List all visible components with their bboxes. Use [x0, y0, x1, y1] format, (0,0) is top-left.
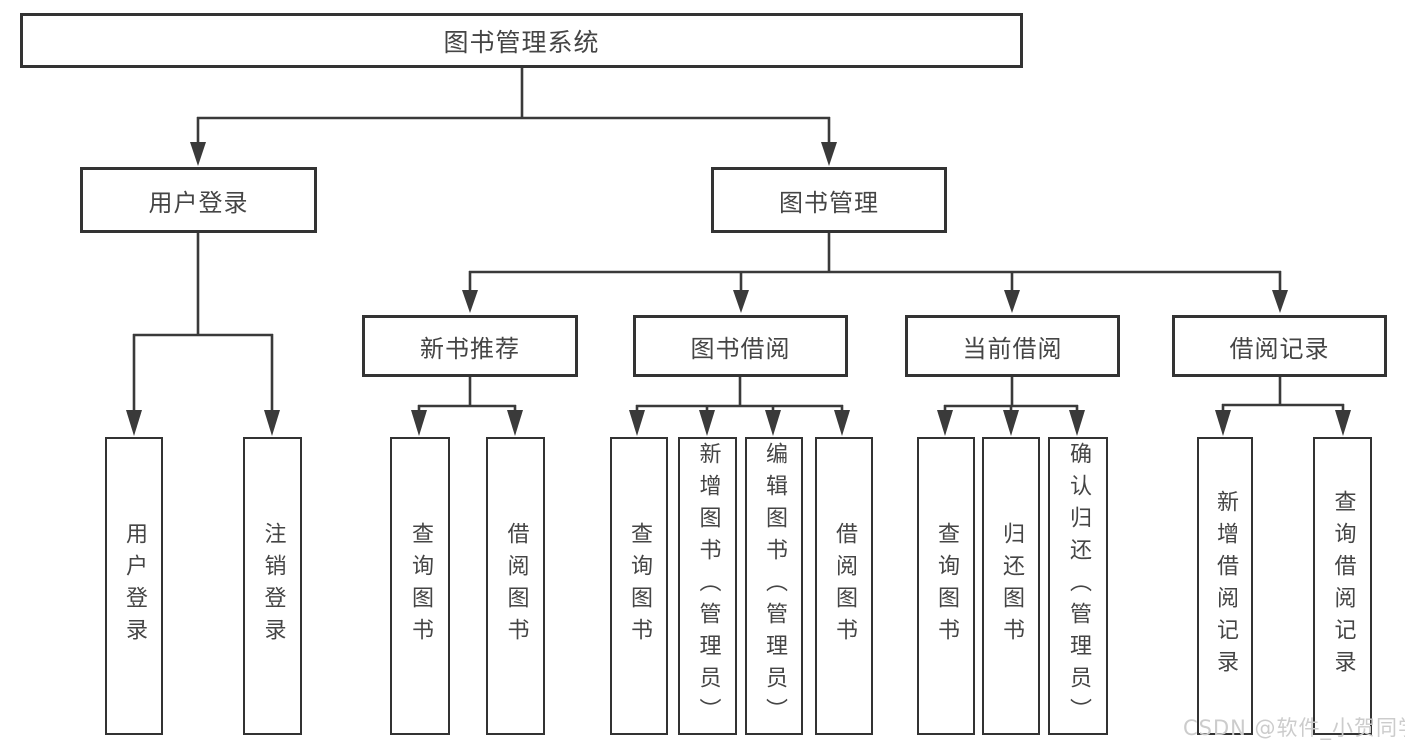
node-label: 注销登录: [260, 522, 286, 650]
node-user-login-branch: 用户登录: [80, 167, 317, 233]
connector-root-to-level2: [190, 66, 837, 166]
node-label: 编辑图书（管理员）: [762, 442, 787, 730]
node-book-management: 图书管理: [711, 167, 947, 233]
connector-current-to-leaves: [937, 377, 1085, 436]
node-label: 图书管理系统: [443, 27, 600, 57]
leaf-borrow-books-newbooks: 借阅图书: [486, 437, 545, 735]
connector-newbooks-to-leaves: [411, 377, 523, 436]
node-borrowing-records: 借阅记录: [1172, 315, 1387, 377]
leaf-query-books-borrow: 查询图书: [610, 437, 668, 735]
leaf-borrow-books-borrow: 借阅图书: [815, 437, 873, 735]
node-label: 查询图书: [408, 522, 433, 650]
node-label: 确认归还（管理员）: [1066, 442, 1091, 730]
leaf-query-books-newbooks: 查询图书: [390, 437, 450, 735]
node-label: 查询图书: [934, 522, 959, 650]
node-label: 新增借阅记录: [1213, 490, 1238, 682]
connector-bookmgmt-to-level3: [462, 232, 1288, 313]
csdn-watermark: CSDN @软件_小贺同学: [1183, 716, 1405, 740]
node-label: 借阅图书: [832, 522, 857, 650]
leaf-return-books: 归还图书: [982, 437, 1040, 735]
node-label: 归还图书: [999, 522, 1024, 650]
node-label: 用户登录: [148, 188, 249, 217]
node-label: 新书推荐: [420, 334, 520, 363]
leaf-add-borrow-record: 新增借阅记录: [1197, 437, 1253, 735]
node-library-management-system: 图书管理系统: [20, 13, 1023, 68]
node-label: 图书借阅: [690, 334, 791, 363]
node-label: 用户登录: [122, 522, 147, 650]
node-label: 借阅记录: [1229, 334, 1330, 363]
leaf-user-login: 用户登录: [105, 437, 163, 735]
leaf-query-borrow-record: 查询借阅记录: [1313, 437, 1372, 735]
node-label: 查询图书: [627, 522, 652, 650]
node-label: 查询借阅记录: [1330, 490, 1356, 682]
connector-userlogin-to-leaves: [126, 232, 280, 436]
leaf-query-books-current: 查询图书: [917, 437, 975, 735]
leaf-add-books-admin: 新增图书（管理员）: [678, 437, 737, 735]
node-label: 借阅图书: [503, 522, 529, 650]
leaf-edit-books-admin: 编辑图书（管理员）: [745, 437, 803, 735]
node-new-book-recommendation: 新书推荐: [362, 315, 578, 377]
node-label: 当前借阅: [962, 334, 1063, 363]
connector-records-to-leaves: [1215, 377, 1351, 436]
leaf-confirm-return-admin: 确认归还（管理员）: [1048, 437, 1108, 735]
leaf-logout: 注销登录: [243, 437, 302, 735]
node-label: 图书管理: [779, 188, 879, 217]
connector-borrow-to-leaves: [629, 377, 850, 436]
node-current-borrowing: 当前借阅: [905, 315, 1120, 377]
node-label: 新增图书（管理员）: [695, 442, 721, 730]
node-book-borrowing: 图书借阅: [633, 315, 848, 377]
